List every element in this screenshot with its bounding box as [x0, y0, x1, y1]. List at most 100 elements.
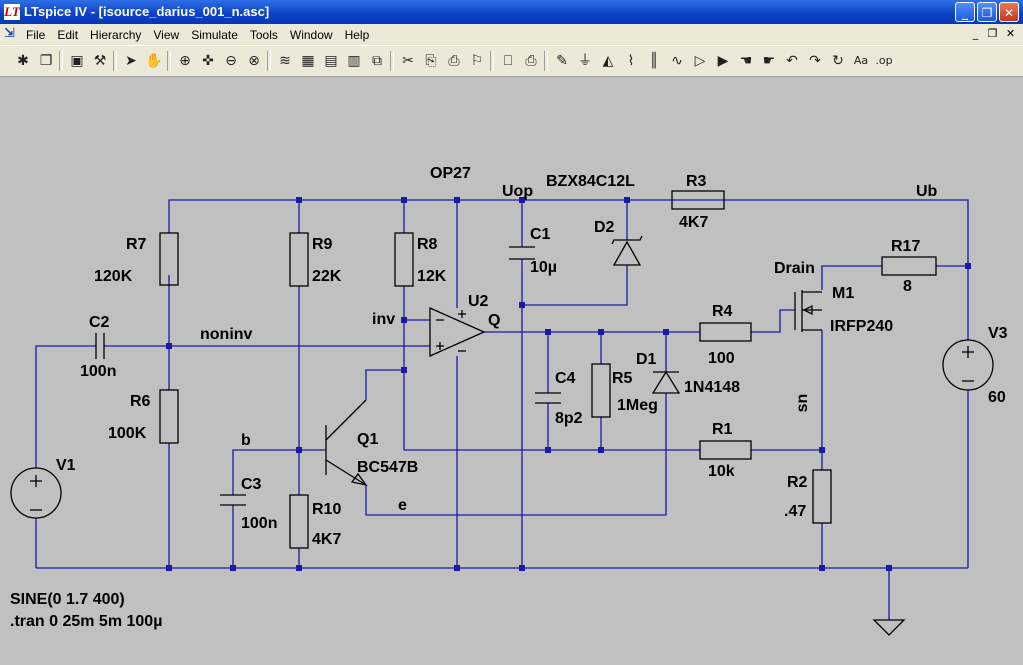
resistor-r1[interactable] [699, 440, 752, 460]
label-c4-ref: C4 [555, 370, 576, 387]
resistor-icon[interactable]: ⌇ [627, 53, 635, 69]
doc-restore-button[interactable]: ❐ [987, 27, 998, 40]
net-label-inv: inv [372, 311, 395, 328]
label-d1-ref: D1 [636, 351, 657, 368]
label-d2-ref: D2 [594, 219, 615, 236]
new-schematic-icon[interactable]: ✱ [17, 53, 29, 69]
menu-window[interactable]: Window [289, 28, 333, 42]
menu-file[interactable]: File [26, 28, 46, 42]
label-c1-ref: C1 [530, 226, 551, 243]
maximize-button[interactable]: ❐ [977, 2, 997, 22]
label-r2-ref: R2 [787, 474, 808, 491]
zoom-out-icon[interactable]: ⊖ [225, 53, 237, 69]
run-icon[interactable]: ➤ [125, 53, 137, 69]
resistor-r6[interactable] [159, 389, 179, 444]
autorange-icon[interactable]: ≋ [279, 53, 291, 69]
diode-d1[interactable] [651, 370, 681, 394]
label-u2-value: OP27 [430, 165, 471, 182]
voltage-source-v3[interactable] [942, 339, 994, 391]
zoom-fit-icon[interactable]: ⊗ [248, 53, 260, 69]
ltspice-app-icon[interactable]: LT [4, 4, 20, 20]
undo-icon[interactable]: ↶ [786, 53, 798, 69]
open-icon[interactable]: ❐ [39, 53, 53, 69]
halt-icon[interactable]: ✋ [145, 53, 163, 69]
label-q1-ref: Q1 [357, 431, 378, 448]
doc-close-button[interactable]: ✕ [1005, 27, 1016, 40]
ground-symbol[interactable] [872, 619, 906, 636]
schematic-canvas[interactable]: R7 120K R6 100K R9 22K R10 4K7 R8 12K U2… [0, 77, 1023, 660]
label-r17-ref: R17 [891, 238, 920, 255]
resistor-r4[interactable] [699, 322, 752, 342]
toolbar: ✱ ❐ ▣ ⚒ ➤ ✋ ⊕ ✜ ⊖ ⊗ ≋ ▦ ▤ ▥ ⧉ ✂ ⎘ ⎙ ⚐ ⎕ ⎙ ✎ ⏚ ◭ ⌇ ║ ∿ ▷ ▶ ☚ ☛ ↶ ↷ ↻ Aa .op [0, 46, 1023, 77]
window-title: LTspice IV - [isource_darius_001_n.asc] [24, 4, 270, 19]
control-panel-icon[interactable]: ⚒ [93, 53, 107, 69]
label-r5-ref: R5 [612, 370, 633, 387]
net-label-drain: Drain [774, 260, 815, 277]
voltage-source-v1[interactable] [10, 467, 62, 519]
pan-icon[interactable]: ✜ [202, 53, 214, 69]
tile-horizontal-icon[interactable]: ▤ [324, 53, 338, 69]
cascade-icon[interactable]: ⧉ [372, 53, 382, 69]
menu-items: File Edit Hierarchy View Simulate Tools Window… [26, 28, 369, 42]
resistor-r9[interactable] [289, 232, 309, 287]
mosfet-m1[interactable] [794, 290, 822, 332]
print-icon[interactable]: ⎙ [525, 53, 537, 69]
menu-tools[interactable]: Tools [249, 28, 278, 42]
resistor-r10[interactable] [289, 494, 309, 549]
find-icon[interactable]: ⚐ [470, 53, 484, 69]
save-icon[interactable]: ▣ [70, 53, 84, 69]
resistor-r3[interactable] [671, 190, 725, 210]
zoom-in-icon[interactable]: ⊕ [179, 53, 191, 69]
diode-icon[interactable]: ▷ [694, 53, 706, 69]
component-icon[interactable]: ▶ [717, 53, 729, 69]
rotate-icon[interactable]: ↻ [832, 53, 844, 69]
resistor-r2[interactable] [812, 469, 832, 524]
toolbar-separator [167, 51, 171, 71]
zener-diode-d2[interactable] [611, 235, 643, 266]
menu-bar: ⇲ File Edit Hierarchy View Simulate Tools Wind… [0, 24, 1023, 46]
resistor-r7[interactable] [159, 232, 179, 286]
v1-source-directive: SINE(0 1.7 400) [10, 591, 125, 608]
drag-icon[interactable]: ☛ [762, 53, 776, 69]
resistor-r17[interactable] [881, 256, 937, 276]
capacitor-c2[interactable] [95, 333, 105, 359]
minimize-button[interactable]: _ [955, 2, 975, 22]
menu-edit[interactable]: Edit [57, 28, 79, 42]
label-r9-value: 22K [312, 268, 342, 285]
doc-minimize-button[interactable]: _ [972, 27, 979, 40]
capacitor-icon[interactable]: ║ [649, 53, 659, 69]
text-icon[interactable]: Aa [853, 54, 869, 67]
tile-icon[interactable]: ▦ [301, 53, 315, 69]
capacitor-c3[interactable] [220, 494, 246, 506]
label-r8-ref: R8 [417, 236, 438, 253]
transistor-q1[interactable] [325, 399, 368, 486]
redo-icon[interactable]: ↷ [809, 53, 821, 69]
label-r2-value: .47 [784, 503, 806, 520]
schematic-doc-icon[interactable]: ⇲ [4, 26, 15, 41]
menu-view[interactable]: View [153, 28, 180, 42]
print-preview-icon[interactable]: ⎕ [503, 53, 513, 69]
capacitor-c4[interactable] [535, 392, 561, 404]
cut-icon[interactable]: ✂ [402, 53, 414, 69]
menu-help[interactable]: Help [344, 28, 370, 42]
ground-icon[interactable]: ⏚ [578, 53, 592, 69]
spice-directive-icon[interactable]: .op [875, 54, 893, 67]
resistor-r8[interactable] [394, 232, 414, 287]
menu-hierarchy[interactable]: Hierarchy [90, 28, 142, 42]
opamp-u2[interactable] [429, 306, 486, 358]
capacitor-c1[interactable] [509, 246, 535, 260]
inductor-icon[interactable]: ∿ [671, 53, 683, 69]
label-r4-ref: R4 [712, 303, 733, 320]
label-r10-ref: R10 [312, 501, 341, 518]
label-r9-ref: R9 [312, 236, 333, 253]
move-icon[interactable]: ☚ [739, 53, 753, 69]
toolbar-separator [490, 51, 494, 71]
label-net-icon[interactable]: ◭ [602, 53, 614, 69]
copy-icon[interactable]: ⎘ [425, 53, 437, 69]
resistor-r5[interactable] [591, 363, 611, 418]
close-button[interactable]: ✕ [999, 2, 1019, 22]
draw-wire-icon[interactable]: ✎ [556, 53, 568, 69]
tile-vertical-icon[interactable]: ▥ [347, 53, 361, 69]
paste-icon[interactable]: ⎙ [448, 53, 460, 69]
menu-simulate[interactable]: Simulate [191, 28, 238, 42]
